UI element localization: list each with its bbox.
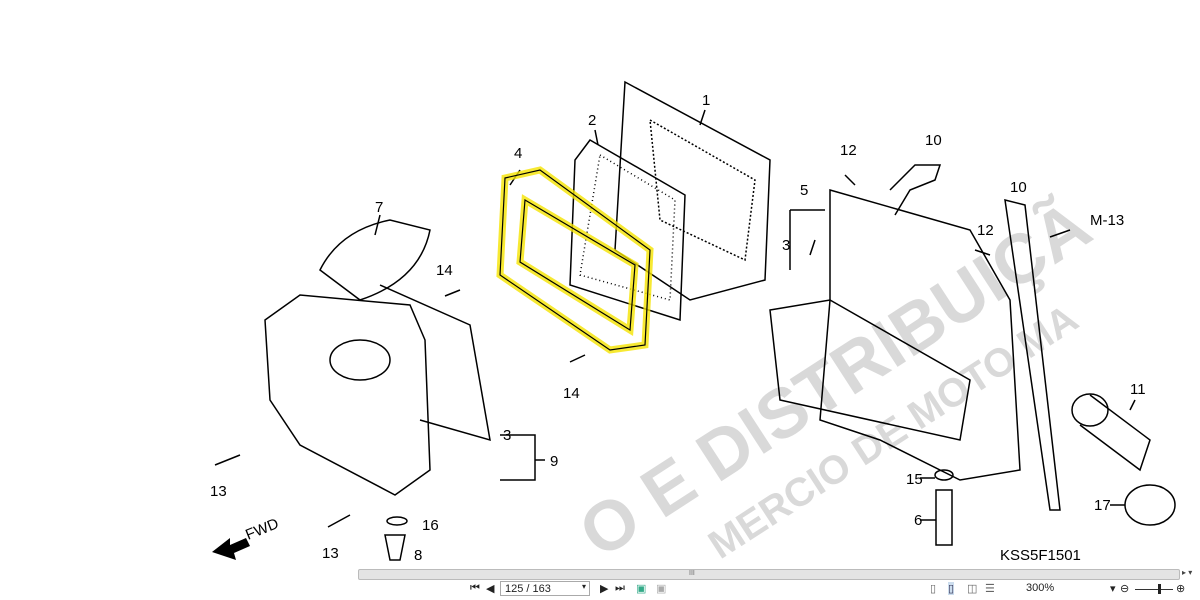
svg-text:14: 14 [563,385,580,402]
svg-text:KSS5F1501: KSS5F1501 [1000,547,1081,564]
svg-text:16: 16 [422,517,439,534]
svg-text:14: 14 [436,262,453,279]
zoom-slider[interactable] [1135,589,1173,590]
svg-text:FWD: FWD [243,515,281,544]
zoom-out-icon[interactable]: ⊖ [1120,583,1130,595]
zoom-slider-thumb[interactable] [1158,584,1161,594]
watermark: O E DISTRIBUIÇÃ MERCIO DE MOTO MA [566,185,1104,566]
continuous-view-icon[interactable]: ▯ [948,582,955,595]
zoom-dropdown-icon[interactable]: ▾ [1110,583,1116,595]
svg-text:11: 11 [1130,381,1146,398]
svg-text:12: 12 [977,222,994,239]
parts-drawing [214,80,1176,561]
fwd-arrow: FWD [212,515,281,560]
insert-page-icon[interactable]: ▣ [636,583,647,595]
svg-text:4: 4 [514,145,522,162]
prev-page-icon[interactable]: ◀ [486,583,495,595]
svg-text:5: 5 [800,182,808,199]
svg-text:12: 12 [840,142,857,159]
page-dropdown-icon[interactable]: ▾ [582,582,587,591]
single-page-view-icon[interactable]: ▯ [930,583,937,595]
copy-page-icon[interactable]: ▣ [656,583,667,595]
highlighted-part-4[interactable] [496,166,654,354]
svg-text:2: 2 [588,112,596,129]
svg-text:M-13: M-13 [1090,212,1124,229]
svg-text:8: 8 [414,547,422,564]
next-page-icon[interactable]: ▶ [600,583,609,595]
svg-text:13: 13 [322,545,339,562]
svg-text:7: 7 [375,199,383,216]
svg-text:17: 17 [1094,497,1111,514]
viewer-toolbar: ⏮ ◀ 125 / 163 ▾ ▶ ⏭ ▣ ▣ ▯ ▯ ◫ ☰ 300% ▾ ⊖… [0,580,1200,600]
svg-text:9: 9 [550,453,558,470]
two-page-view-icon[interactable]: ◫ [967,583,978,595]
svg-text:13: 13 [210,483,227,500]
svg-text:10: 10 [1010,179,1027,196]
page-number-input[interactable]: 125 / 163 [500,581,590,596]
first-page-button[interactable]: ⏮ [470,582,480,594]
scroll-right-arrow[interactable]: ▸ ▾ [1182,568,1193,577]
scroll-thumb[interactable]: III [689,570,695,577]
split-view-icon[interactable]: ☰ [985,583,995,595]
svg-text:10: 10 [925,132,942,149]
last-page-button[interactable]: ⏭ [615,582,625,594]
svg-text:15: 15 [906,471,923,488]
svg-text:3: 3 [782,237,790,254]
callout-labels: 1 2 4 7 14 14 12 10 5 3 12 10 M-13 3 9 1… [210,92,1146,564]
svg-text:O E DISTRIBUIÇÃ: O E DISTRIBUIÇÃ [566,185,1104,566]
parts-diagram: O E DISTRIBUIÇÃ MERCIO DE MOTO MA 1 2 4 … [210,80,1176,566]
svg-text:6: 6 [914,512,922,529]
zoom-in-icon[interactable]: ⊕ [1176,583,1186,595]
horizontal-scrollbar[interactable]: III [358,569,1180,580]
svg-text:3: 3 [503,427,511,444]
svg-text:1: 1 [702,92,710,109]
zoom-level[interactable]: 300% [1026,582,1055,594]
